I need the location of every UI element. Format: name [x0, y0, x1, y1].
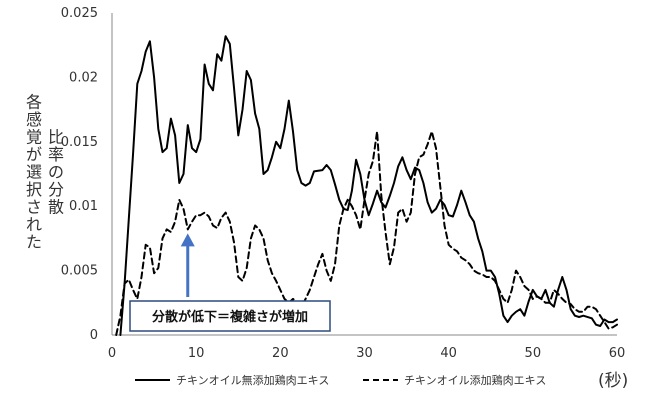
annotation: 分散が低下＝複雑さが増加 [129, 233, 331, 332]
x-tick-label: 60 [609, 346, 626, 361]
legend-label: チキンオイル無添加鶏肉エキス [176, 373, 329, 387]
y-tick-label: 0.01 [69, 199, 98, 214]
x-tick-label: 40 [440, 346, 457, 361]
x-tick-label: 50 [525, 346, 542, 361]
y-label-char: 各 [26, 92, 42, 111]
y-tick-label: 0 [90, 328, 98, 343]
annotation-arrow-head [180, 233, 195, 247]
legend: チキンオイル無添加鶏肉エキス チキンオイル添加鶏肉エキス [135, 373, 546, 387]
y-label-char: れ [26, 215, 42, 234]
x-axis-unit-label: (秒) [598, 371, 628, 391]
chart-axes [111, 13, 617, 336]
y-label-char: 覚 [26, 127, 42, 146]
tick-labels: 0 10 20 30 40 50 60 0 0.005 0.01 0.015 0.02 0.025 [61, 6, 625, 361]
x-tick-label: 10 [188, 346, 205, 361]
y-tick-label: 0.02 [69, 70, 98, 85]
y-label-char: 比 [48, 127, 64, 146]
y-label-char: 択 [26, 180, 42, 199]
y-label-char: 選 [26, 162, 42, 181]
legend-label: チキンオイル添加鶏肉エキス [404, 373, 546, 387]
series-line-solid [119, 35, 618, 336]
y-label-char: た [26, 232, 42, 251]
y-label-char: が [26, 145, 42, 164]
y-label-char: の [48, 162, 64, 181]
y-tick-label: 0.015 [61, 135, 98, 150]
x-tick-label: 0 [108, 346, 116, 361]
series-line-dashed [115, 130, 618, 336]
y-label-char: 率 [48, 145, 64, 164]
x-tick-label: 20 [272, 346, 289, 361]
series-layer [115, 35, 618, 336]
y-label-char: 分 [48, 180, 64, 199]
y-tick-label: 0.005 [61, 264, 98, 279]
y-label-char: 散 [48, 197, 64, 216]
y-label-char: 感 [26, 110, 42, 129]
annotation-box [129, 300, 331, 332]
y-tick-label: 0.025 [61, 6, 98, 21]
annotation-text: 分散が低下＝複雑さが増加 [152, 309, 308, 325]
y-label-char: さ [26, 197, 42, 216]
x-tick-label: 30 [356, 346, 373, 361]
